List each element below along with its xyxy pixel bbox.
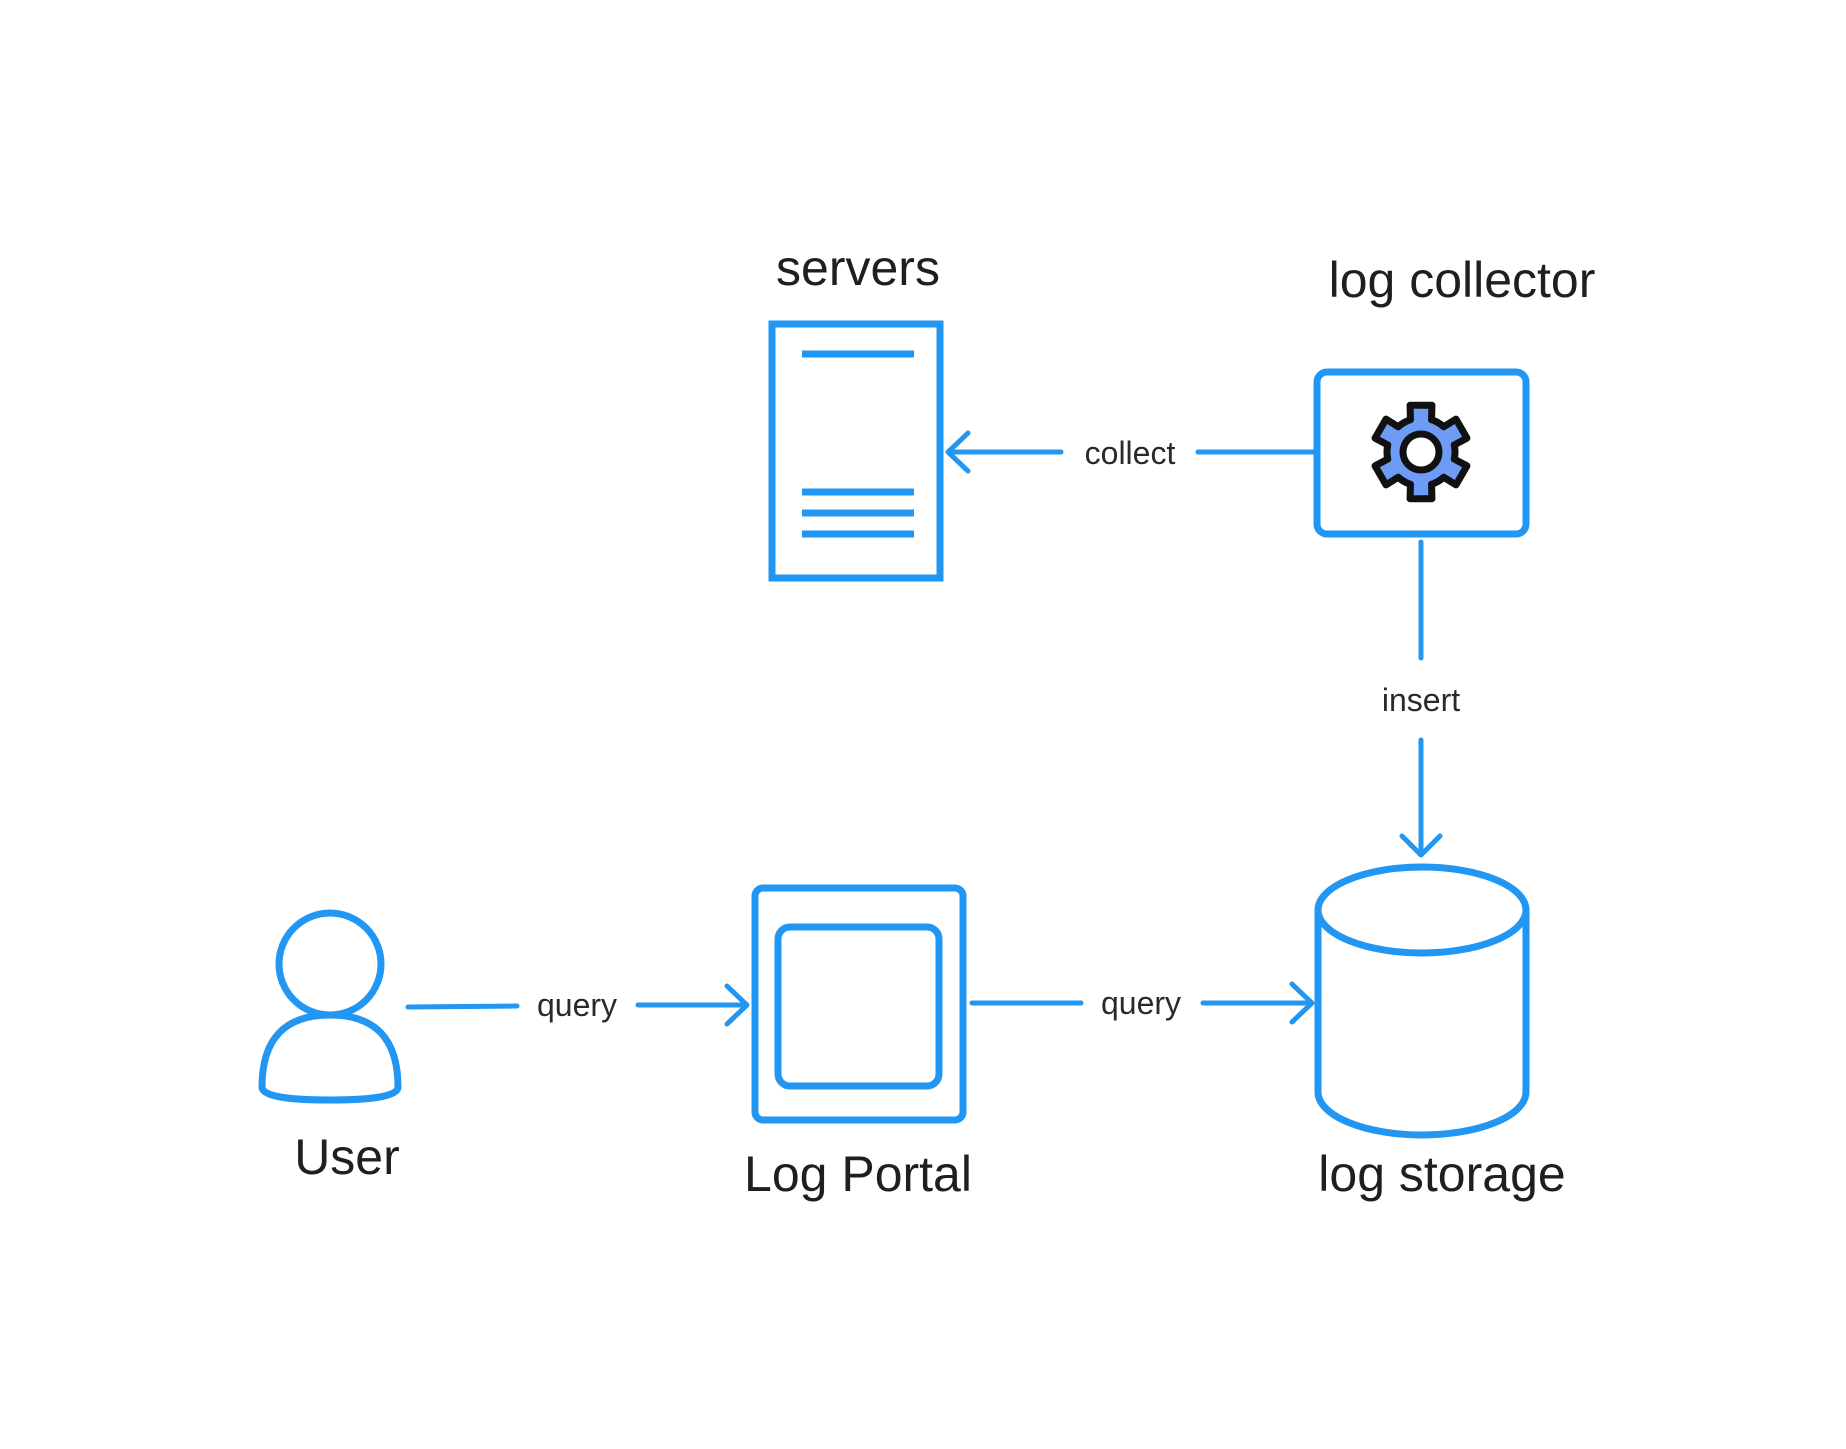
portal-inner-box [774, 923, 943, 1090]
database-body [1314, 910, 1530, 1139]
collect-edge [945, 430, 1316, 474]
insert-arrowhead [1399, 833, 1443, 858]
log-portal-label: Log Portal [744, 1146, 972, 1202]
log-portal-node: Log Portal [744, 884, 972, 1202]
user-query-arrowhead [724, 983, 750, 1027]
insert-edge-label: insert [1382, 682, 1460, 718]
gear-icon [1371, 401, 1471, 503]
portal-query-edge [969, 981, 1315, 1025]
servers-label: servers [776, 240, 940, 296]
window-icon [751, 884, 967, 1124]
database-top [1314, 863, 1530, 957]
portal-query-arrowhead [1289, 981, 1315, 1025]
log-storage-label: log storage [1318, 1146, 1565, 1202]
user-query-edge-label: query [537, 987, 617, 1023]
user-head [275, 909, 385, 1019]
user-query-edge [405, 983, 750, 1027]
collect-edge-label: collect [1085, 435, 1176, 471]
insert-edge [1399, 539, 1443, 858]
database-icon [1314, 863, 1530, 1139]
portal-outer-box [751, 884, 967, 1124]
collect-arrowhead [945, 430, 971, 474]
servers-node: servers [768, 240, 944, 582]
user-body [258, 1011, 402, 1104]
user-icon [258, 909, 402, 1104]
user-label: User [294, 1129, 400, 1185]
log-storage-node: log storage [1314, 863, 1566, 1202]
log-collector-box [1313, 368, 1530, 538]
portal-query-edge-label: query [1101, 985, 1181, 1021]
log-collector-label: log collector [1329, 252, 1596, 308]
user-node: User [258, 909, 402, 1185]
document-icon [768, 320, 944, 582]
log-collector-node: log collector [1313, 252, 1596, 538]
